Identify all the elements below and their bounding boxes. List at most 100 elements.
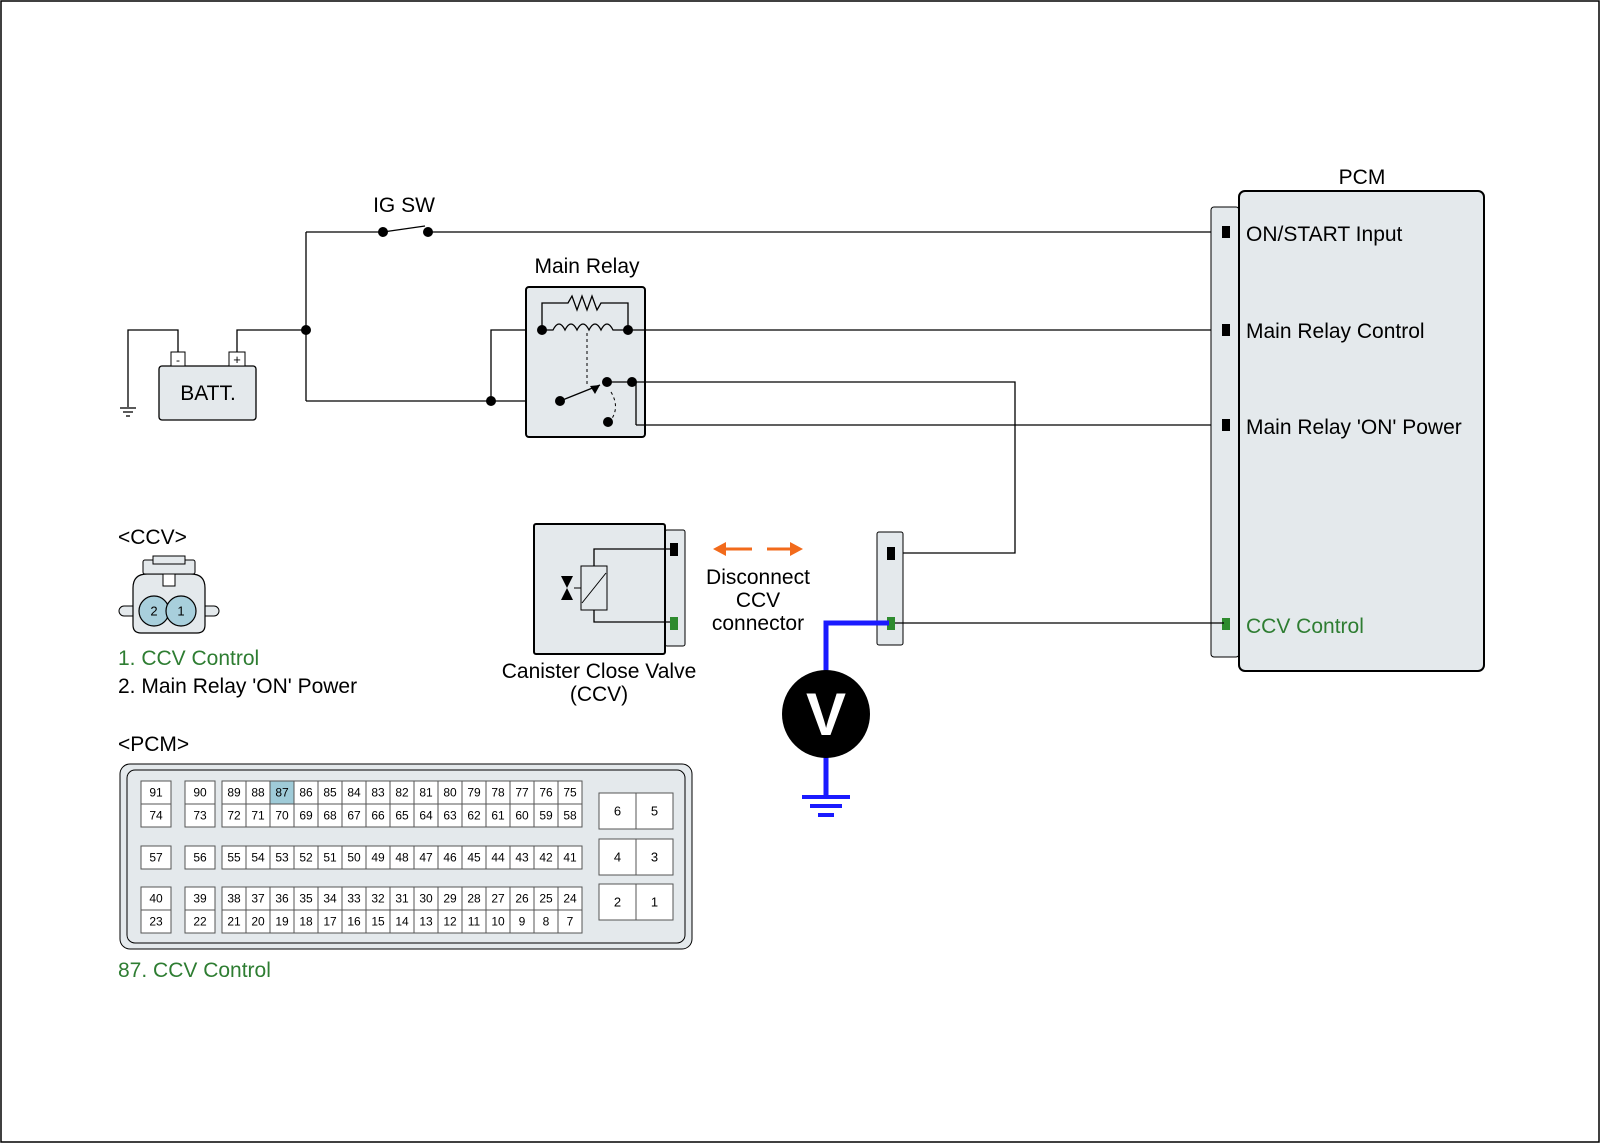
ccv-connector-title: <CCV> <box>118 526 187 549</box>
pcm-pin-label: 4 <box>614 849 621 864</box>
pcm-pin-cell <box>598 792 637 830</box>
ccv-connector-view <box>118 555 220 634</box>
pcm-pin-label: 71 <box>251 809 265 823</box>
pcm-pin-label: 76 <box>539 786 553 800</box>
pcm-pin-label: 19 <box>275 915 289 929</box>
pcm-pin-label: 36 <box>275 892 289 906</box>
pcm-pin-label: 59 <box>539 809 553 823</box>
battery-minus-label: - <box>176 353 180 367</box>
voltmeter-positive-lead <box>823 620 889 672</box>
pcm-pin-label: 30 <box>419 892 433 906</box>
pcm-on-start-input-label: ON/START Input <box>1246 223 1403 246</box>
pcm-pin-label: 6 <box>614 803 621 818</box>
pcm-pin-label: 46 <box>443 851 457 865</box>
disconnect-label-line1: Disconnect <box>706 566 810 589</box>
pcm-pin-cell <box>635 792 674 830</box>
pcm-pin-cell <box>598 838 637 876</box>
pcm-pin-label: 10 <box>491 915 505 929</box>
main-relay-label: Main Relay <box>534 255 640 278</box>
pcm-pin-cell <box>184 803 216 828</box>
pcm-pin-label: 83 <box>371 786 385 800</box>
battery: - + BATT. <box>158 351 257 421</box>
pcm-pin-label: 68 <box>323 809 337 823</box>
pcm-pin-cell <box>557 845 583 870</box>
pcm-pin-cell <box>140 845 172 870</box>
pcm-pin-label: 21 <box>227 915 241 929</box>
ccv-pin1-description: 1. CCV Control <box>118 647 259 670</box>
pcm-pin-label: 88 <box>251 786 265 800</box>
pcm-pin-cell <box>140 803 172 828</box>
pcm-pin-label: 52 <box>299 851 313 865</box>
disconnect-label-line2: CCV <box>736 589 780 612</box>
pcm-pin-label: 31 <box>395 892 409 906</box>
pcm-pin-label: 62 <box>467 809 481 823</box>
pcm-pin-label: 2 <box>614 894 621 909</box>
pcm-pin-label: 78 <box>491 786 505 800</box>
pcm-label: PCM <box>1339 166 1386 189</box>
battery-ground-symbol <box>120 407 136 417</box>
pcm-pin-cell <box>635 838 674 876</box>
pcm-pin-label: 48 <box>395 851 409 865</box>
pcm-pin-label: 81 <box>419 786 433 800</box>
pcm-pin-label: 9 <box>519 915 526 929</box>
pcm-pin-label: 28 <box>467 892 481 906</box>
pcm-pin-cell <box>184 845 216 870</box>
pcm-pin-label: 24 <box>563 892 577 906</box>
ccv-valve-label-line1: Canister Close Valve <box>502 660 697 683</box>
pcm-pin-label: 8 <box>543 915 550 929</box>
ig-sw-label: IG SW <box>373 194 435 217</box>
ccv-pin-2: 2 <box>150 603 157 618</box>
ccv-harness-connector <box>876 531 904 646</box>
pcm-pin-label: 32 <box>371 892 385 906</box>
pcm-pin-label: 35 <box>299 892 313 906</box>
pcm-pin-label: 5 <box>651 803 658 818</box>
disconnect-arrows-icon <box>713 542 803 556</box>
pcm-pin-label: 15 <box>371 915 385 929</box>
ccv-pin-1: 1 <box>177 603 184 618</box>
pcm-pin-label: 73 <box>193 809 207 823</box>
pcm-pin-label: 25 <box>539 892 553 906</box>
voltmeter-ground-symbol <box>802 795 850 817</box>
pcm-pin-label: 38 <box>227 892 241 906</box>
pcm-ccv-control-label: CCV Control <box>1246 615 1364 638</box>
pcm-pin-label: 33 <box>347 892 361 906</box>
battery-label: BATT. <box>180 382 236 405</box>
pcm-pin-label: 80 <box>443 786 457 800</box>
pcm-pin-label: 84 <box>347 786 361 800</box>
pcm-pin-label: 26 <box>515 892 529 906</box>
bus-junction <box>301 325 311 335</box>
pcm-pin-label: 23 <box>149 915 163 929</box>
pcm-pin-label: 3 <box>651 849 658 864</box>
battery-ground-wire <box>127 329 179 407</box>
pcm-pin-label: 55 <box>227 851 241 865</box>
pcm-pin-label: 17 <box>323 915 337 929</box>
pcm-pin-label: 18 <box>299 915 313 929</box>
pcm-terminal-ccv-control <box>1222 618 1230 630</box>
pcm-pin-label: 51 <box>323 851 337 865</box>
pcm-pin-label: 82 <box>395 786 409 800</box>
pcm-pin-cell <box>598 883 637 921</box>
pcm-pin-label: 20 <box>251 915 265 929</box>
pcm-pin-label: 53 <box>275 851 289 865</box>
pcm-pin-label: 44 <box>491 851 505 865</box>
pcm-pin-description: 87. CCV Control <box>118 959 271 982</box>
pcm-pin-label: 60 <box>515 809 529 823</box>
pcm-pin-label: 91 <box>149 786 163 800</box>
pcm-pin-label: 1 <box>651 894 658 909</box>
pcm-pin-label: 39 <box>193 892 207 906</box>
pcm-pin-label: 54 <box>251 851 265 865</box>
pcm-pin-cell <box>184 909 216 934</box>
pcm-terminal-on-start <box>1222 226 1230 238</box>
pcm-connector-title: <PCM> <box>118 733 189 756</box>
pcm-pin-label: 67 <box>347 809 361 823</box>
pcm-pin-label: 72 <box>227 809 241 823</box>
pcm-pin-label: 43 <box>515 851 529 865</box>
pcm-pin-cell <box>557 909 583 934</box>
pcm-pin-label: 61 <box>491 809 505 823</box>
pcm-pin-label: 37 <box>251 892 265 906</box>
pcm-pin-label: 65 <box>395 809 409 823</box>
pcm-main-relay-control-label: Main Relay Control <box>1246 320 1425 343</box>
pcm-pin-label: 50 <box>347 851 361 865</box>
